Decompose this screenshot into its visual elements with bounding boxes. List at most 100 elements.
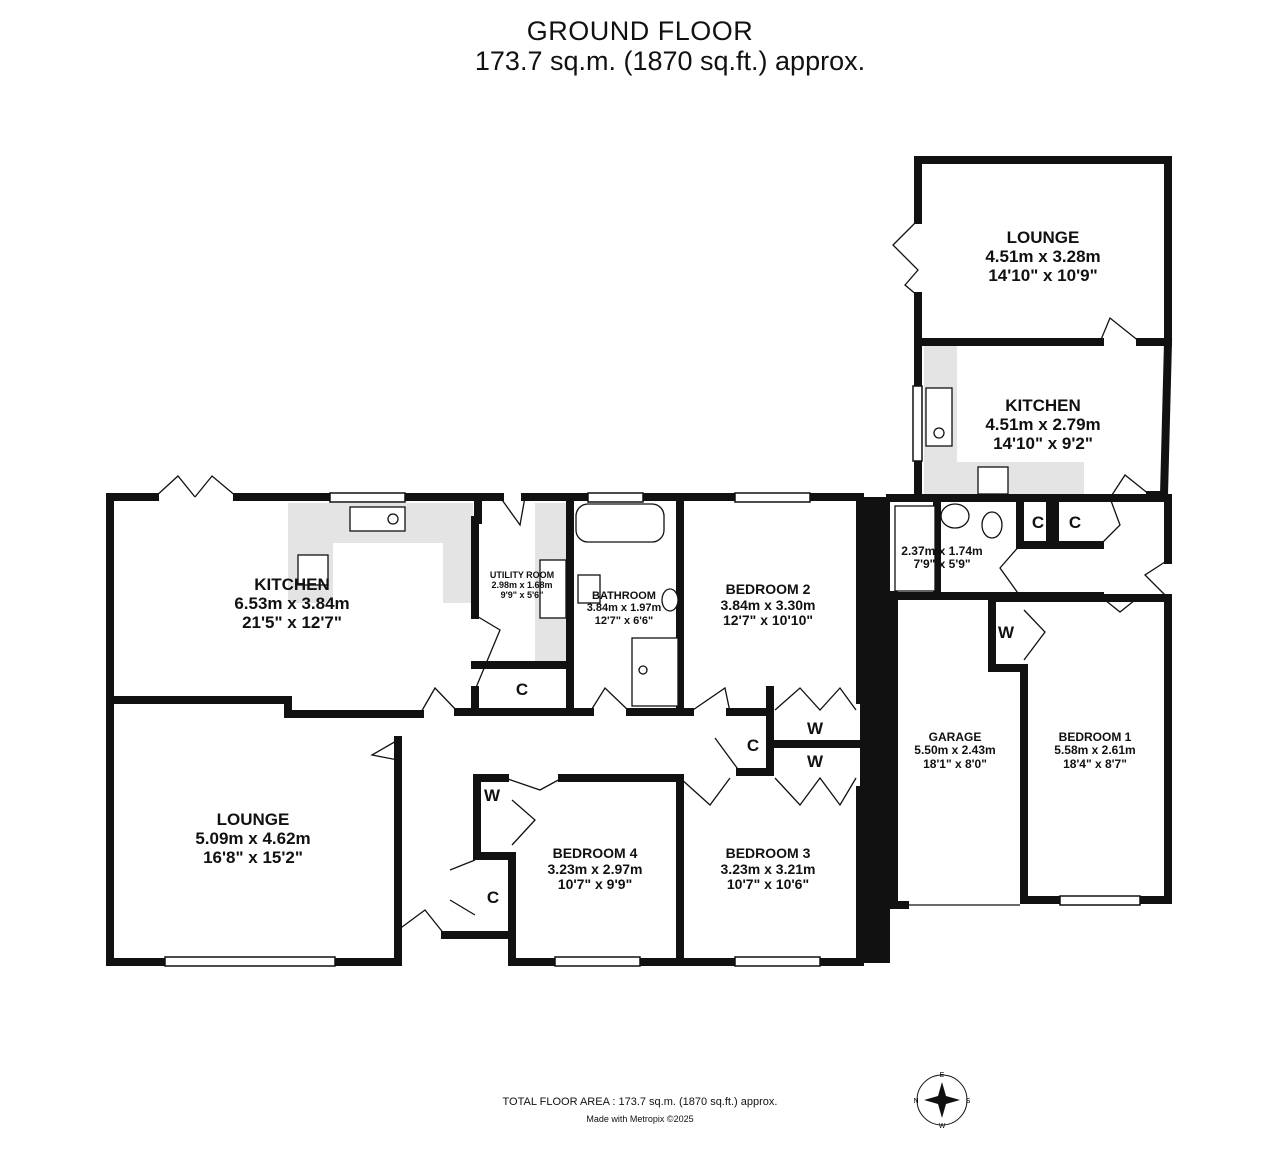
bedroom4-walls (473, 774, 684, 966)
room-metric: 4.51m x 2.79m (985, 415, 1101, 435)
shower-room-tray (894, 505, 936, 592)
room-name: KITCHEN (254, 575, 330, 594)
room-label-bedroom-4: BEDROOM 4 3.23m x 2.97m 10'7" x 9'9" (547, 845, 643, 893)
room-name: BEDROOM 4 (552, 845, 638, 861)
room-label-bathroom: BATHROOM 3.84m x 1.97m 12'7" x 6'6" (587, 590, 662, 627)
door-swing (474, 614, 501, 691)
room-name: GARAGE (928, 730, 982, 744)
shower-walls (933, 498, 1104, 600)
door-swing (1109, 474, 1151, 499)
cupboard-mark: C (1031, 513, 1045, 532)
door-swing (774, 686, 857, 711)
door-swing (892, 219, 919, 297)
room-metric: 5.50m x 2.43m (914, 743, 996, 758)
room-name: BEDROOM 1 (1058, 730, 1132, 744)
worktops (288, 346, 1084, 661)
cupboard-mark: C (515, 680, 529, 699)
door-swing (154, 475, 238, 498)
room-metric: 5.58m x 2.61m (1054, 743, 1136, 758)
window (329, 492, 406, 503)
door-swing (370, 739, 399, 761)
garage-walls (886, 591, 1104, 909)
room-imperial: 21'5" x 12'7" (242, 613, 342, 633)
cupboard-mark: C (486, 888, 500, 907)
room-metric: 5.09m x 4.62m (195, 829, 311, 849)
room-name: BEDROOM 3 (725, 845, 811, 861)
credit-line: Made with Metropix ©2025 (586, 1114, 694, 1124)
room-imperial: 9'9" x 5'6" (500, 590, 544, 601)
room-name: KITCHEN (1005, 396, 1081, 415)
wardrobe-mark: W (806, 719, 824, 738)
compass-w: W (939, 1123, 946, 1130)
room-metric: 3.84m x 3.30m (720, 596, 816, 613)
room-metric: 3.23m x 2.97m (547, 860, 643, 877)
door-swing (1099, 595, 1141, 613)
door-swing (1143, 559, 1169, 599)
kitchen-top-hob (977, 466, 1009, 495)
fixtures (297, 387, 1009, 707)
window (164, 956, 336, 967)
door-swing (449, 859, 476, 916)
room-name: LOUNGE (1006, 228, 1080, 247)
room-imperial: 10'7" x 9'9" (557, 876, 633, 893)
room-label-kitchen: KITCHEN 6.53m x 3.84m 21'5" x 12'7" (234, 575, 349, 632)
wardrobe-mark: W (483, 786, 501, 805)
door-swing (774, 776, 857, 807)
bath-toilet (661, 588, 679, 612)
hob-kitchen (297, 554, 329, 586)
compass-n: N (913, 1098, 918, 1105)
total-floor-area: TOTAL FLOOR AREA : 173.7 sq.m. (1870 sq.… (502, 1096, 778, 1108)
plan-title: GROUND FLOOR (526, 16, 754, 46)
bath-basin (577, 574, 601, 604)
room-metric: 3.23m x 3.21m (720, 860, 816, 877)
room-label-utility: UTILITY ROOM 2.98m x 1.68m 9'9" x 5'6" (490, 570, 554, 600)
room-name: BEDROOM 2 (725, 581, 811, 597)
compass-s: S (966, 1098, 971, 1105)
door-swing (499, 496, 526, 527)
window (1059, 895, 1141, 906)
room-label-shower-room: 2.37m x 1.74m 7'9" x 5'9" (901, 544, 983, 572)
door-swing (1099, 497, 1121, 546)
cupboard-mark: C (1068, 513, 1082, 532)
shower-room-toilet (981, 511, 1003, 539)
room-imperial: 14'10" x 10'9" (988, 266, 1098, 286)
windows (164, 385, 1141, 967)
party-wall (860, 497, 890, 963)
room-label-lounge: LOUNGE 5.09m x 4.62m 16'8" x 15'2" (195, 810, 310, 867)
wardrobe-mark: W (806, 752, 824, 771)
room-imperial: 12'7" x 6'6" (594, 614, 654, 627)
room-imperial: 10'7" x 10'6" (726, 876, 810, 893)
room-imperial: 18'4" x 8'7" (1063, 756, 1127, 771)
room-imperial: 12'7" x 10'10" (722, 612, 813, 629)
door-swing (589, 686, 631, 713)
room-metric: 2.98m x 1.68m (491, 580, 553, 591)
door-swing (419, 686, 459, 715)
room-label-bedroom-2: BEDROOM 2 3.84m x 3.30m 12'7" x 10'10" (720, 581, 816, 629)
bedroom2-bottom-wall (726, 686, 860, 776)
door-swing (1023, 609, 1046, 661)
room-name: UTILITY ROOM (489, 570, 555, 580)
room-imperial: 7'9" x 5'9" (913, 557, 971, 572)
sink-bowl (387, 513, 399, 525)
plan-subtitle: 173.7 sq.m. (1870 sq.ft.) approx. (474, 46, 866, 76)
room-metric: 6.53m x 3.84m (234, 594, 350, 614)
kitchen-top-sink-bowl (933, 427, 945, 439)
room-name: LOUNGE (216, 810, 290, 829)
annex-lounge-walls (914, 156, 1172, 346)
window (554, 956, 641, 967)
room-metric: 2.37m x 1.74m (901, 544, 983, 558)
room-label-kitchen-annex: KITCHEN 4.51m x 2.79m 14'10" x 9'2" (985, 396, 1100, 453)
doors (154, 219, 1169, 936)
window (912, 385, 923, 462)
window (734, 956, 821, 967)
kitchen-worktop-left (288, 503, 333, 603)
compass-e: E (940, 1072, 945, 1079)
wardrobe-mark: W (997, 623, 1015, 642)
kitchen-worktop-right (443, 503, 473, 603)
door-swing (999, 544, 1021, 597)
door-swing (679, 777, 731, 806)
shower-drain (638, 665, 648, 675)
compass-icon: E S W N (913, 1072, 971, 1130)
room-label-garage: GARAGE 5.50m x 2.43m 18'1" x 8'0" (914, 730, 996, 771)
